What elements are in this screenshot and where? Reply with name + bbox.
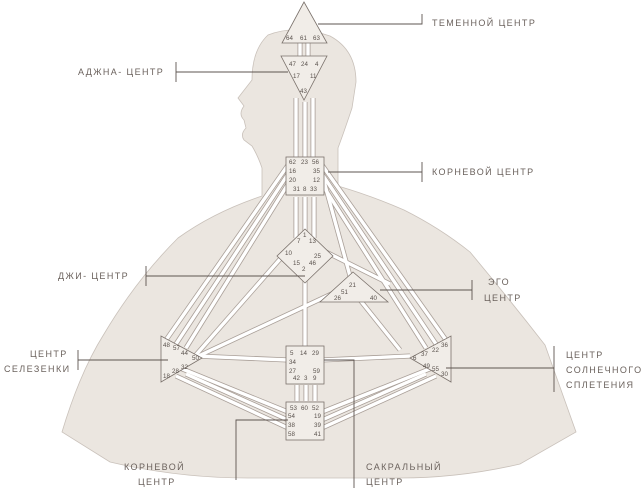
gate-number: 17 bbox=[293, 73, 300, 80]
gate-number: 48 bbox=[163, 342, 170, 349]
root-gates: 53 60 52 54 19 38 39 58 41 bbox=[288, 405, 321, 438]
gate-number: 15 bbox=[293, 260, 300, 267]
gate-number: 25 bbox=[314, 253, 321, 260]
gate-number: 58 bbox=[288, 431, 295, 438]
gate-number: 44 bbox=[181, 350, 188, 357]
gate-number: 30 bbox=[441, 371, 448, 378]
gate-number: 6 bbox=[413, 355, 417, 362]
spleen-gates: 48 57 44 50 32 28 18 bbox=[163, 342, 199, 380]
ego-center-label-line1: ЭГО bbox=[488, 277, 510, 287]
root-center-label-line2: ЦЕНТР bbox=[138, 477, 176, 487]
gate-number: 50 bbox=[192, 355, 199, 362]
sacral-center-label-line1: САКРАЛЬНЫЙ bbox=[366, 461, 442, 472]
gate-number: 9 bbox=[313, 375, 317, 382]
gate-number: 12 bbox=[313, 177, 320, 184]
g-center bbox=[276, 228, 334, 284]
gate-number: 27 bbox=[289, 368, 296, 375]
sacral-center bbox=[285, 345, 325, 385]
gate-number: 3 bbox=[304, 375, 308, 382]
gate-number: 23 bbox=[301, 159, 308, 166]
gate-number: 14 bbox=[300, 350, 307, 357]
ajna-center bbox=[280, 55, 328, 101]
gate-number: 1 bbox=[303, 232, 307, 239]
gate-number: 37 bbox=[421, 351, 428, 358]
gate-number: 35 bbox=[313, 168, 320, 175]
gate-number: 29 bbox=[312, 350, 319, 357]
gate-number: 33 bbox=[310, 186, 317, 193]
gate-number: 24 bbox=[301, 61, 308, 68]
gate-number: 19 bbox=[314, 413, 321, 420]
gate-number: 18 bbox=[163, 373, 170, 380]
gate-number: 61 bbox=[300, 35, 307, 42]
gate-number: 26 bbox=[334, 295, 341, 302]
gate-number: 43 bbox=[300, 88, 307, 95]
ego-center bbox=[318, 271, 390, 303]
gate-number: 54 bbox=[288, 413, 295, 420]
ego-gates: 21 51 26 40 bbox=[334, 282, 377, 302]
gate-number: 5 bbox=[290, 350, 294, 357]
gate-number: 42 bbox=[293, 375, 300, 382]
gate-number: 59 bbox=[313, 368, 320, 375]
gate-number: 51 bbox=[341, 289, 348, 296]
gate-number: 16 bbox=[289, 168, 296, 175]
gate-number: 49 bbox=[423, 363, 430, 370]
ego-center-label-line2: ЦЕНТР bbox=[484, 293, 522, 303]
leader-lines bbox=[77, 14, 555, 488]
gate-number: 47 bbox=[289, 61, 296, 68]
spleen-center-label-line2: СЕЛЕЗЕНКИ bbox=[4, 364, 70, 374]
ajna-gates: 47 24 4 17 11 43 bbox=[289, 61, 319, 95]
gate-number: 31 bbox=[293, 186, 300, 193]
solar-center-label-line1: ЦЕНТР bbox=[566, 350, 604, 360]
solar-center-label-line3: СПЛЕТЕНИЯ bbox=[566, 380, 634, 390]
crown-center-label: ТЕМЕННОЙ ЦЕНТР bbox=[432, 17, 536, 28]
spleen-center-label-line1: ЦЕНТР bbox=[30, 349, 68, 359]
gate-number: 32 bbox=[181, 364, 188, 371]
crown-center bbox=[281, 1, 328, 44]
throat-center bbox=[285, 156, 325, 196]
g-gates: 1 7 13 10 25 15 46 2 bbox=[285, 232, 321, 273]
g-center-label: ДЖИ- ЦЕНТР bbox=[58, 271, 129, 281]
gate-number: 64 bbox=[286, 35, 293, 42]
solar-plexus-gates: 36 22 6 37 49 55 30 bbox=[413, 342, 448, 378]
gate-number: 53 bbox=[290, 405, 297, 412]
gate-number: 21 bbox=[349, 282, 356, 289]
gate-number: 11 bbox=[310, 73, 317, 80]
gate-number: 2 bbox=[302, 266, 306, 273]
sacral-center-label-line2: ЦЕНТР bbox=[366, 477, 404, 487]
sacral-gates: 5 14 29 34 27 59 42 3 9 bbox=[289, 350, 320, 382]
gate-number: 38 bbox=[288, 422, 295, 429]
solar-plexus-center bbox=[409, 335, 452, 383]
solar-center-label-line2: СОЛНЕЧНОГО bbox=[566, 365, 642, 375]
gate-number: 40 bbox=[370, 295, 377, 302]
gate-number: 55 bbox=[432, 366, 439, 373]
root-center-label-line1: КОРНЕВОЙ bbox=[124, 461, 185, 472]
root-center bbox=[285, 401, 325, 441]
channels bbox=[164, 38, 448, 430]
gate-number: 34 bbox=[289, 359, 296, 366]
gate-number: 7 bbox=[297, 238, 301, 245]
gate-number: 13 bbox=[309, 238, 316, 245]
gate-number: 57 bbox=[173, 345, 180, 352]
throat-center-label: КОРНЕВОЙ ЦЕНТР bbox=[432, 166, 535, 177]
gate-number: 36 bbox=[441, 342, 448, 349]
ajna-center-label: АДЖНА- ЦЕНТР bbox=[78, 67, 164, 77]
gate-number: 41 bbox=[314, 431, 321, 438]
gate-number: 62 bbox=[289, 159, 296, 166]
gate-number: 39 bbox=[314, 422, 321, 429]
gate-number: 8 bbox=[303, 186, 307, 193]
gate-number: 22 bbox=[432, 347, 439, 354]
gate-number: 28 bbox=[172, 368, 179, 375]
crown-gates: 64 61 63 bbox=[286, 35, 320, 42]
gate-number: 20 bbox=[289, 177, 296, 184]
gate-number: 46 bbox=[309, 260, 316, 267]
gate-number: 63 bbox=[313, 35, 320, 42]
spleen-center bbox=[160, 335, 203, 383]
gate-number: 10 bbox=[285, 250, 292, 257]
throat-gates: 62 23 56 16 35 20 12 31 8 33 bbox=[289, 159, 320, 193]
gate-number: 56 bbox=[312, 159, 319, 166]
gate-number: 60 bbox=[301, 405, 308, 412]
gate-number: 52 bbox=[312, 405, 319, 412]
gate-number: 4 bbox=[315, 61, 319, 68]
